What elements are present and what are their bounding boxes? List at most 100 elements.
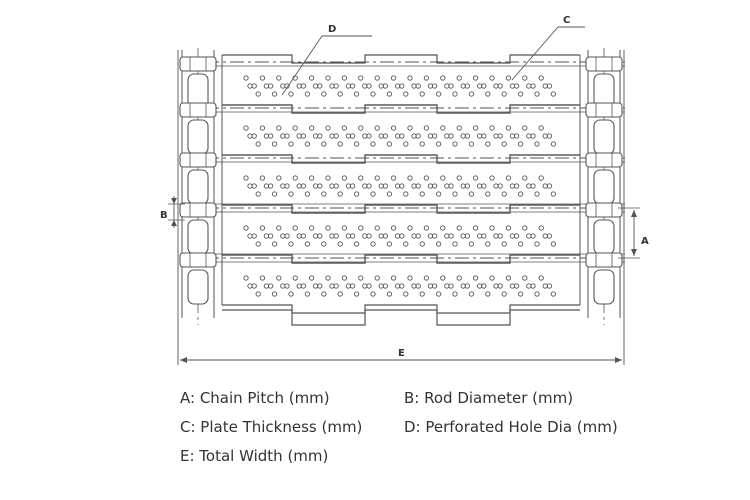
perforation-hole [280, 233, 286, 239]
perforation-hole [489, 125, 495, 131]
perforation-hole [358, 225, 364, 231]
perforation-hole [427, 83, 434, 89]
perforation-hole [407, 225, 413, 231]
perforation-hole [378, 283, 384, 289]
perforation-hole [538, 275, 544, 281]
perforation-hole [550, 141, 557, 147]
perforation-hole [427, 233, 434, 239]
perforation-hole [366, 283, 372, 289]
perforation-hole [276, 175, 282, 181]
plate-bottom-edge [222, 309, 580, 326]
perforation-hole [288, 291, 294, 297]
perforation-hole [489, 225, 495, 231]
perforation-hole [271, 191, 278, 197]
perforation-hole [452, 141, 458, 147]
perforation-hole [259, 75, 266, 81]
chain-roller [593, 269, 615, 305]
perforation-hole [505, 225, 512, 231]
perforation-hole [513, 233, 520, 239]
perforation-hole [386, 191, 393, 197]
perforation-hole [345, 133, 352, 139]
perforation-hole [321, 141, 327, 147]
chain-bushing [179, 102, 217, 118]
perforation-hole [325, 175, 331, 181]
perforation-hole [374, 175, 380, 181]
perforation-hole [362, 83, 368, 89]
conveyor-belt-diagram: D C B A E [160, 15, 649, 365]
perforation-hole [312, 233, 319, 239]
perforation-hole [468, 191, 475, 197]
perforation-hole [403, 291, 409, 297]
perforation-hole [341, 125, 348, 131]
perforation-hole [284, 183, 290, 189]
perforation-hole [534, 241, 540, 247]
perforation-hole [296, 233, 302, 239]
perforation-hole [509, 283, 516, 289]
perforation-hole [435, 91, 442, 97]
chain-bushing [179, 252, 217, 268]
rods [180, 61, 625, 263]
perforation-hole [296, 283, 302, 289]
perforation-hole [444, 233, 450, 239]
perforation-hole [337, 191, 343, 197]
perforation-hole [333, 233, 339, 239]
chain-bushing [585, 102, 623, 118]
perforation-hole [476, 83, 483, 89]
perforation-hole [394, 83, 401, 89]
perforation-hole [411, 283, 417, 289]
perforation-hole [522, 225, 528, 231]
perforation-hole [263, 83, 270, 89]
plate-bottom-edge [222, 304, 580, 314]
perforation-hole [550, 91, 557, 97]
perforation-hole [370, 141, 376, 147]
perforation-hole [255, 91, 261, 97]
perforation-hole [399, 283, 405, 289]
perforation-hole [370, 291, 376, 297]
leader-c [511, 26, 559, 81]
perforation-hole [456, 175, 462, 181]
perforation-hole [415, 183, 421, 189]
perforation-hole [353, 291, 360, 297]
perforation-hole [255, 141, 261, 147]
perforation-hole [304, 191, 311, 197]
chain-roller [593, 119, 615, 155]
dim-arrow [171, 198, 177, 204]
chain-roller [187, 119, 209, 155]
perforation-hole [464, 183, 471, 189]
perforation-hole [312, 83, 319, 89]
perforation-hole [386, 141, 393, 147]
perforation-hole [460, 133, 466, 139]
perforation-hole [456, 75, 462, 81]
perforation-hole [530, 83, 536, 89]
perforation-hole [468, 91, 475, 97]
perforation-hole [374, 225, 380, 231]
chain-roller [187, 219, 209, 255]
perforation-hole [530, 133, 536, 139]
perforation-hole [476, 183, 483, 189]
perforation-hole [296, 183, 302, 189]
perforation-hole [280, 183, 286, 189]
perforation-hole [440, 125, 446, 131]
perforation-hole [341, 225, 348, 231]
perforation-hole [481, 283, 487, 289]
legend-chain-pitch: A: Chain Pitch (mm) [180, 389, 330, 407]
perforation-hole [296, 83, 302, 89]
perforation-hole [505, 75, 512, 81]
perforation-hole [427, 283, 434, 289]
perforation-hole [243, 175, 249, 181]
perforation-hole [394, 283, 401, 289]
perforation-hole [538, 175, 544, 181]
perforation-hole [353, 191, 360, 197]
perforation-hole [493, 133, 499, 139]
perforation-hole [390, 75, 397, 81]
perforation-hole [263, 283, 270, 289]
perforation-hole [263, 183, 270, 189]
perforation-hole [390, 225, 397, 231]
perforation-hole [431, 133, 438, 139]
perforation-hole [251, 233, 257, 239]
perforation-hole [419, 241, 425, 247]
perforation-hole [456, 225, 462, 231]
dim-arrow [180, 357, 187, 363]
perforation-hole [485, 291, 491, 297]
perforation-hole [304, 291, 311, 297]
